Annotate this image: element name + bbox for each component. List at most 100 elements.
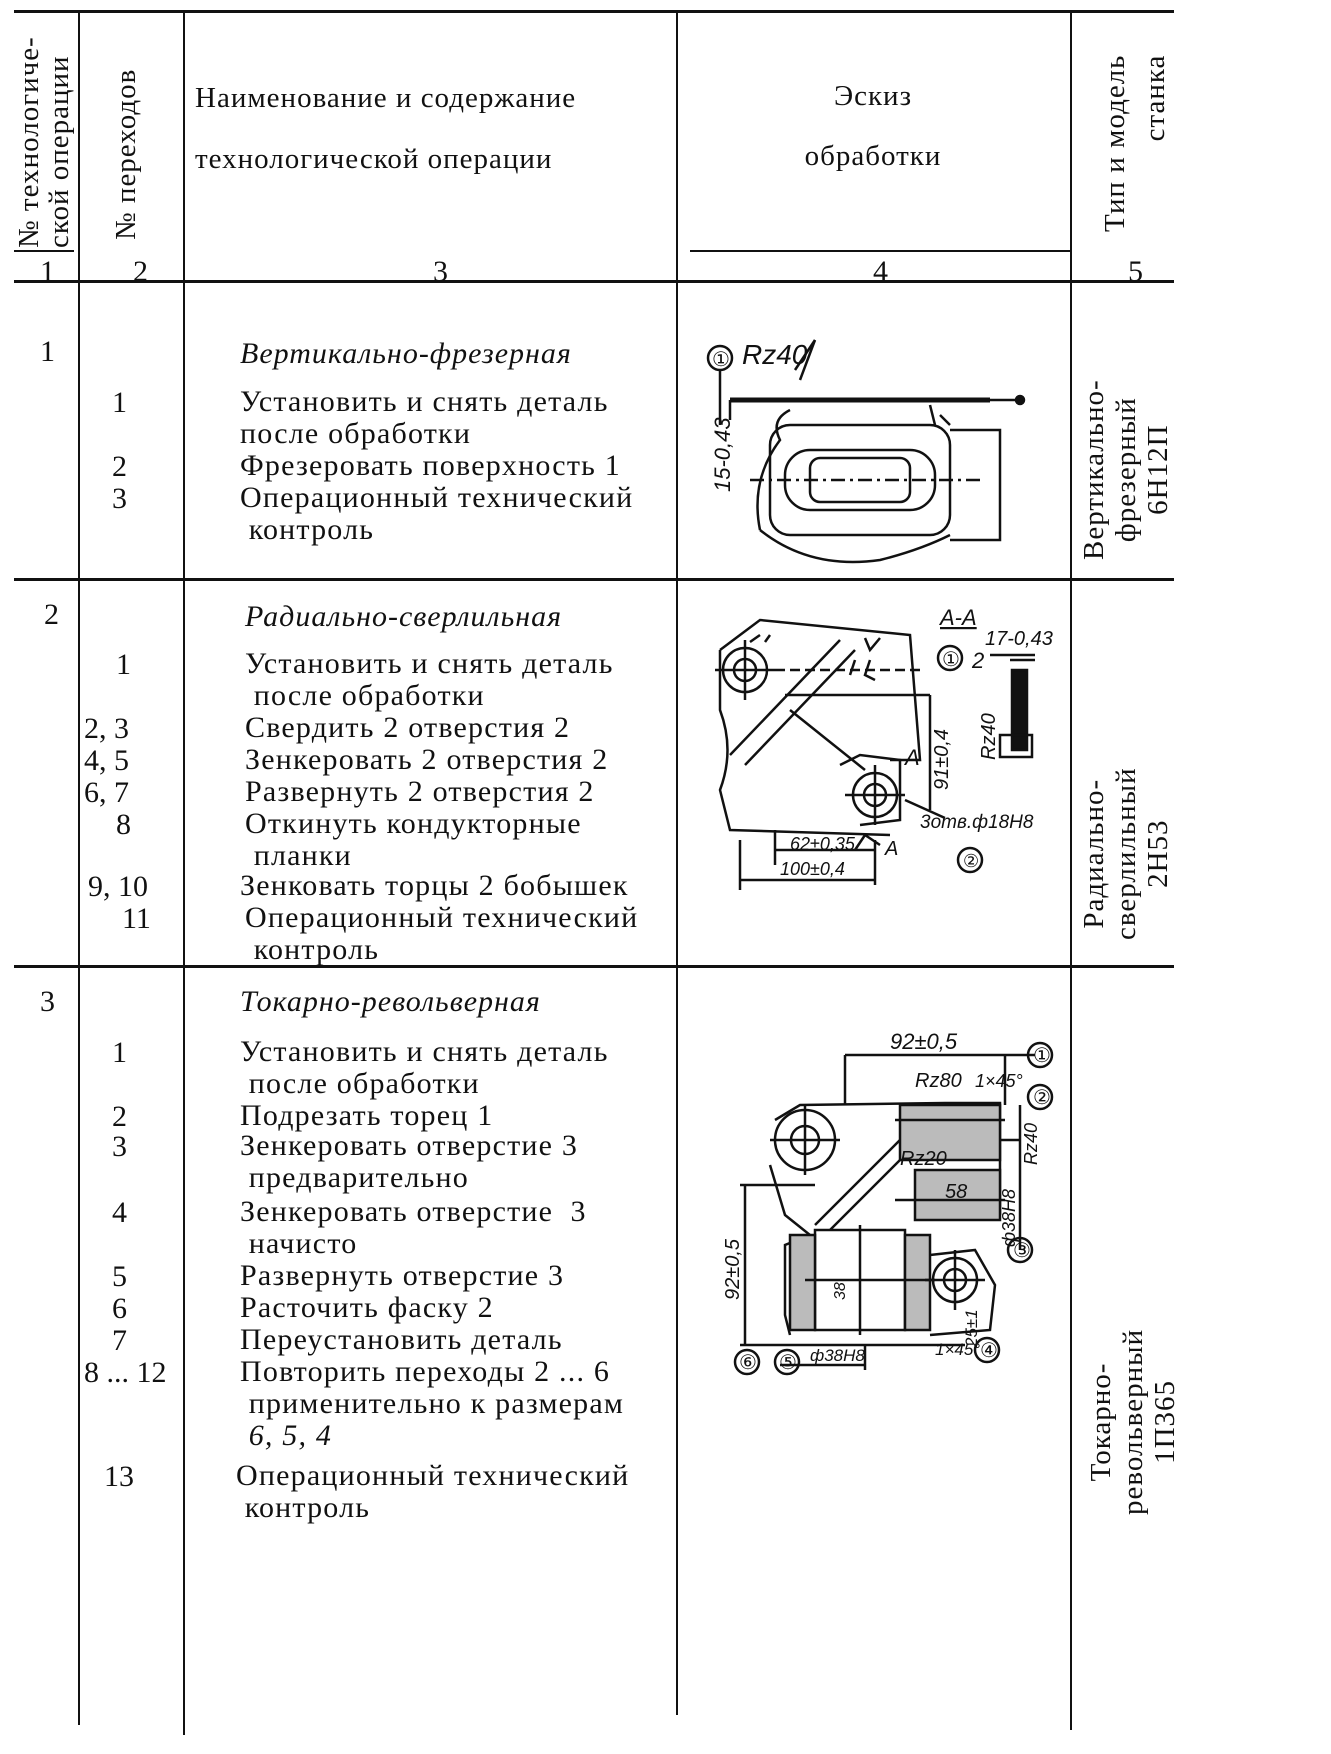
op3-step-text: Операционный технический [236,1459,630,1492]
header-col1: № технологиче- ской операции [13,36,75,248]
header-col2: № переходов [110,68,142,240]
col-divider-3 [676,10,678,1715]
sketch-label: 15-0,43 [710,417,735,492]
colnum-2: 2 [133,255,148,288]
sketch-label: 91±0,4 [931,729,953,790]
op2-step-text: Операционный технический [245,901,639,934]
op1-step-text: контроль [240,513,375,546]
header-bottom-rule [14,280,1174,283]
op3-step-no: 2 [112,1100,127,1133]
op3-machine-line: Токарно- [1085,1362,1117,1482]
op2-step-no: 9, 10 [88,870,148,903]
op2-step-no: 1 [116,648,131,681]
op2-number: 2 [44,598,59,631]
sketch-label: Rz40 [1021,1123,1041,1165]
header-col4-line1: Эскиз [833,80,913,112]
op3-step-text: Расточить фаску 2 [240,1291,494,1324]
op3-step-no: 13 [104,1460,134,1493]
sketch-label: ④ [980,1340,998,1362]
colnum-4: 4 [873,255,888,288]
sketch-label: ① [712,349,730,371]
op2-machine-line: 2Н53 [1142,819,1174,888]
op1-machine-line: Вертикально- [1078,379,1110,560]
op3-step-text: Зенкеровать отверстие 3 [240,1129,579,1162]
op1-bottom-rule [14,578,1174,581]
header-sub-rule-left [14,250,74,252]
sketch-label: 92±0,5 [890,1029,958,1054]
header-col5: Тип и модель станка [1095,55,1175,232]
op3-step-no: 1 [112,1036,127,1069]
op1-step-text: Операционный технический [240,481,634,514]
sketch-label: ③ [1013,1240,1031,1262]
op2-sketch: A-A 17-0,43 ① 2 Rz40 91±0,4 A 3отв.ф18Н8… [715,605,1053,890]
op2-step-text: Откинуть кондукторные [245,807,582,840]
op2-bottom-rule [14,965,1174,968]
op3-step-text: применительно к размерам [240,1387,625,1420]
sketch-label: Rz20 [900,1148,947,1170]
sketch-label: ⑥ [739,1352,757,1374]
op3-machine-line: 1П365 [1149,1379,1181,1464]
op2-step-no: 6, 7 [84,776,129,809]
header-col1-line1: № технологиче- [13,36,45,248]
op2-step-text: Свердить 2 отверстия 2 [245,711,571,744]
colnum-3: 3 [433,255,448,288]
col-divider-1 [78,10,80,1725]
colnum-1: 1 [40,255,55,288]
op3-sketch: 92±0,5 ① Rz80 1×45° ② Rz20 Rz40 58 ф38Н8… [722,1029,1054,1376]
op2-step-no: 8 [116,808,131,841]
sketch-label: 58 [945,1181,967,1203]
op3-title: Токарно-револьверная [240,985,541,1018]
op3-step-text: Зенкеровать отверстие 3 [240,1195,587,1228]
op2-step-no: 2, 3 [84,712,129,745]
op1-step-text: после обработки [240,417,472,450]
sketch-label: Rz40 [978,713,1000,760]
op3-step-text: контроль [236,1491,371,1524]
sketch-label: ф38Н8 [810,1346,865,1365]
sketch-label: 92±0,5 [722,1238,744,1300]
op1-title: Вертикально-фрезерная [240,337,572,370]
sketch-label: Rz40 [742,339,808,370]
op3-step-no: 7 [112,1324,127,1357]
op2-step-text: после обработки [245,679,485,712]
op2-step-text: Зенкеровать 2 отверстия 2 [245,743,609,776]
sketch-label: A [884,838,898,860]
sketch-label: ② [963,851,979,871]
sketch-label: ② [1033,1087,1051,1109]
header-col1-line2: ской операции [43,55,75,248]
op2-step-no: 4, 5 [84,744,129,777]
op2-step-text: Зенковать торцы 2 бобышек [240,869,629,902]
col-divider-4 [1070,10,1072,1730]
sketch-label: 100±0,4 [780,859,845,879]
op3-number: 3 [40,985,55,1018]
op3-step-no: 6 [112,1292,127,1325]
header-sub-rule [690,250,1070,252]
op3-step-no: 4 [112,1196,127,1229]
op2-machine-line: Радиально- [1078,778,1110,929]
op3-step-text: 6, 5, 4 [240,1419,333,1452]
op2-machine-line: сверлильный [1110,767,1142,940]
header-col4-line2: обработки [804,140,942,172]
op3-step-no: 5 [112,1260,127,1293]
op2-machine: Радиально- сверлильный 2Н53 [1078,767,1174,940]
op3-machine-line: револьверный [1117,1328,1149,1515]
op2-step-no: 11 [122,902,151,935]
colnum-5: 5 [1128,255,1143,288]
sketch-label: A [903,745,920,770]
op2-step-text: Установить и снять деталь [245,647,614,680]
sketch-label: A-A [938,605,977,630]
sketch-label: ⑤ [779,1352,797,1374]
sketch-label: ① [1033,1045,1051,1067]
op1-machine-line: фрезерный [1110,397,1142,543]
header-col5-line1: Тип и модель [1099,54,1131,232]
op1-sketch: ① Rz40 15-0,43 [706,339,1026,564]
sketch-label: ф38Н8 [999,1189,1019,1247]
sketch-label: 25±1 [962,1309,981,1348]
op1-step-no: 3 [112,482,127,515]
op3-step-text: Установить и снять деталь [240,1035,609,1068]
op2-step-text: Развернуть 2 отверстия 2 [245,775,595,808]
op3-step-text: предварительно [240,1161,470,1194]
op1-step-text: Фрезеровать поверхность 1 [240,449,621,482]
op3-step-text: Подрезать торец 1 [240,1099,494,1132]
op1-step-no: 1 [112,386,127,419]
op1-number: 1 [40,335,55,368]
